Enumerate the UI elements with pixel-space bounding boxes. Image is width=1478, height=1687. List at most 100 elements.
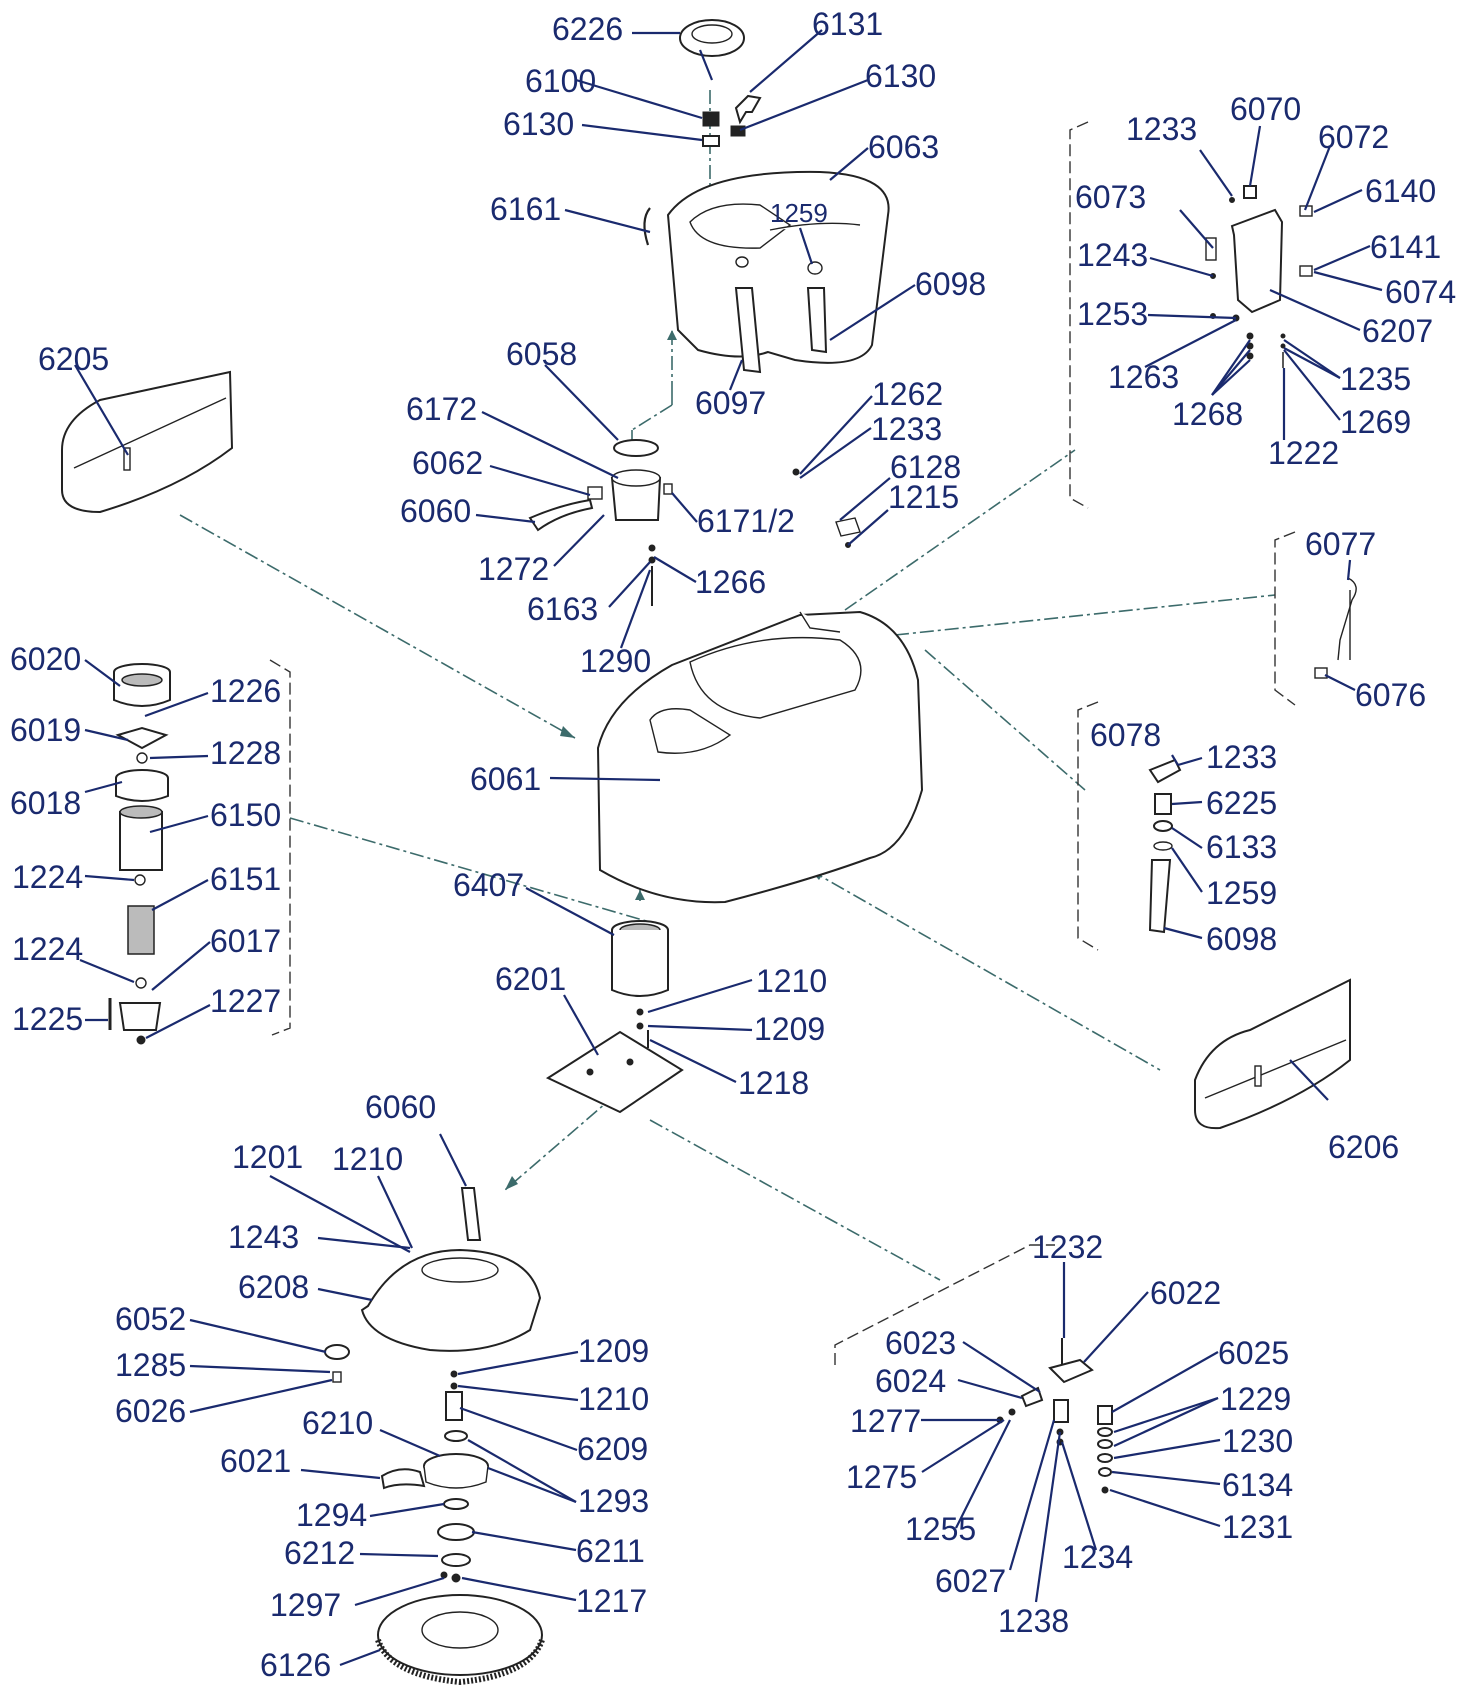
label-6024: 6024 (875, 1363, 946, 1399)
left-side-panel (61, 370, 234, 514)
label-6210: 6210 (302, 1405, 373, 1441)
hoses (734, 256, 828, 374)
label-1231: 1231 (1222, 1509, 1293, 1545)
label-1224: 1224 (12, 931, 83, 967)
label-1285: 1285 (115, 1347, 186, 1383)
label-1210: 1210 (756, 963, 827, 999)
label-1243: 1243 (228, 1219, 299, 1255)
label-1230: 1230 (1222, 1423, 1293, 1459)
label-6098: 6098 (915, 266, 986, 302)
label-6097: 6097 (695, 385, 766, 421)
label-6141: 6141 (1370, 229, 1441, 265)
label-6058: 6058 (506, 336, 577, 372)
label-1275: 1275 (846, 1459, 917, 1495)
label-1262: 1262 (872, 376, 943, 412)
label-1210: 1210 (578, 1381, 649, 1417)
label-1225: 1225 (12, 1001, 83, 1037)
electrical-bracket (1205, 185, 1313, 368)
label-6100: 6100 (525, 63, 596, 99)
hub-stack (380, 1370, 489, 1583)
label-6211: 6211 (576, 1533, 645, 1569)
brush-disc (375, 1594, 545, 1686)
label-1233: 1233 (1126, 111, 1197, 147)
label-6073: 6073 (1075, 179, 1146, 215)
label-6205: 6205 (38, 341, 109, 377)
label-6171-2: 6171/2 (697, 503, 795, 539)
label-6077: 6077 (1305, 526, 1376, 562)
label-6019: 6019 (10, 712, 81, 748)
label-6225: 6225 (1206, 785, 1277, 821)
label-6027: 6027 (935, 1563, 1006, 1599)
label-6133: 6133 (1206, 829, 1277, 865)
label-6226: 6226 (552, 11, 623, 47)
elbow-fitting (734, 94, 762, 125)
vacuum-motor-assembly (108, 663, 171, 1045)
label-1228: 1228 (210, 735, 281, 771)
label-1266: 1266 (695, 564, 766, 600)
right-side-panel (1194, 978, 1351, 1130)
brush-motor (611, 920, 669, 1048)
label-1255: 1255 (905, 1511, 976, 1547)
label-1218: 1218 (738, 1065, 809, 1101)
cap-fittings (702, 111, 746, 147)
label-6060: 6060 (400, 493, 471, 529)
label-1215: 1215 (888, 479, 959, 515)
label-6061: 6061 (470, 761, 541, 797)
label-6134: 6134 (1222, 1467, 1293, 1503)
label-6021: 6021 (220, 1443, 291, 1479)
solution-tank (643, 170, 890, 364)
label-6072: 6072 (1318, 119, 1389, 155)
power-cable (1314, 577, 1357, 679)
label-1238: 1238 (998, 1603, 1069, 1639)
label-6026: 6026 (115, 1393, 186, 1429)
pump-assembly (528, 439, 673, 532)
label-1224: 1224 (12, 859, 83, 895)
label-6063: 6063 (868, 129, 939, 165)
label-6206: 6206 (1328, 1129, 1399, 1165)
subassembly-brackets (269, 121, 1296, 1365)
label-1297: 1297 (270, 1587, 341, 1623)
label-6207: 6207 (1362, 313, 1433, 349)
label-1226: 1226 (210, 673, 281, 709)
label-1268: 1268 (1172, 396, 1243, 432)
label-1210: 1210 (332, 1141, 403, 1177)
label-6130: 6130 (865, 58, 936, 94)
drain-valve (1148, 758, 1182, 934)
main-housing (596, 610, 924, 904)
label-6074: 6074 (1385, 274, 1456, 310)
label-1234: 1234 (1062, 1539, 1133, 1575)
label-1235: 1235 (1340, 361, 1411, 397)
label-6172: 6172 (406, 391, 477, 427)
label-6023: 6023 (885, 1325, 956, 1361)
label-6128: 6128 (890, 449, 961, 485)
label-1269: 1269 (1340, 404, 1411, 440)
label-6212: 6212 (284, 1535, 355, 1571)
label-1294: 1294 (296, 1497, 367, 1533)
label-1227: 1227 (210, 983, 281, 1019)
label-6161: 6161 (490, 191, 561, 227)
label-1209: 1209 (578, 1333, 649, 1369)
label-6140: 6140 (1365, 173, 1436, 209)
label-6126: 6126 (260, 1647, 331, 1683)
label-6130: 6130 (503, 106, 574, 142)
label-1233: 1233 (1206, 739, 1277, 775)
label-1277: 1277 (850, 1403, 921, 1439)
label-1253: 1253 (1077, 296, 1148, 332)
label-6070: 6070 (1230, 91, 1301, 127)
label-1272: 1272 (478, 551, 549, 587)
label-6078: 6078 (1090, 717, 1161, 753)
label-1293: 1293 (578, 1483, 649, 1519)
label-1222: 1222 (1268, 435, 1339, 471)
small-hardware (648, 468, 861, 606)
label-6025: 6025 (1218, 1335, 1289, 1371)
label-1217: 1217 (576, 1583, 647, 1619)
label-1259: 1259 (1206, 875, 1277, 911)
brush-head-assembly (324, 1187, 542, 1383)
label-6201: 6201 (495, 961, 566, 997)
leader-lines (74, 29, 1383, 1667)
label-6208: 6208 (238, 1269, 309, 1305)
parts-drawings (61, 19, 1357, 1686)
handle-part (679, 19, 745, 81)
label-6062: 6062 (412, 445, 483, 481)
